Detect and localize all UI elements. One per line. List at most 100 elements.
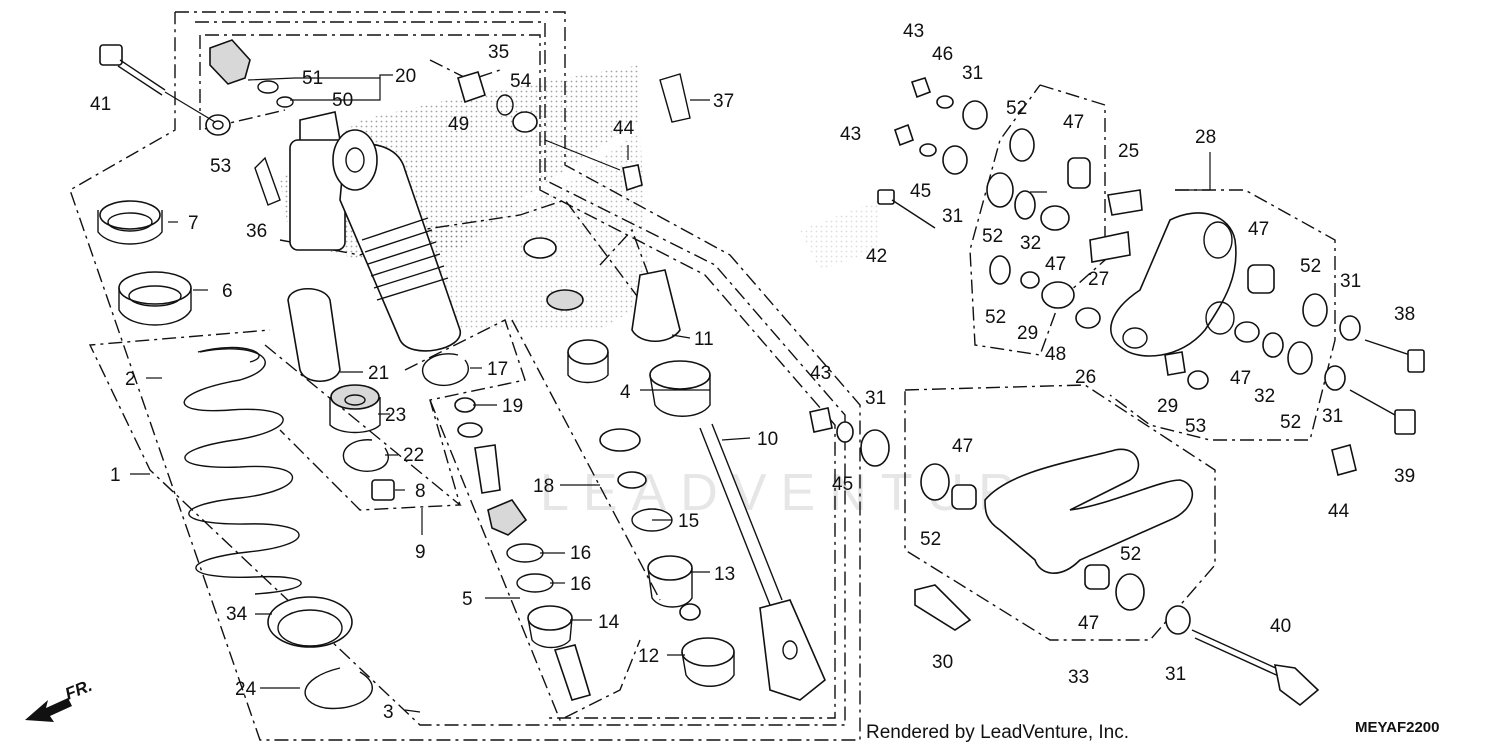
callout-44a: 44: [613, 118, 635, 139]
callout-52b: 52: [982, 226, 1003, 247]
callout-38: 38: [1394, 304, 1415, 325]
callout-5: 5: [462, 589, 473, 610]
callout-22: 22: [403, 445, 424, 466]
assembly-boundaries: [69, 11, 1336, 741]
callout-16b: 16: [570, 574, 591, 595]
callout-3: 3: [383, 702, 394, 723]
callout-27: 27: [1088, 269, 1109, 290]
callout-numbers: 1 2 3 4 5 6 7 8 9 10 11 12 13 14 15 16 1…: [90, 21, 1415, 723]
callout-6: 6: [222, 281, 233, 302]
bump-rubber-21: [287, 288, 341, 383]
stopper-ring-34: [267, 596, 353, 648]
callout-29b: 29: [1157, 396, 1178, 417]
callout-31a: 31: [962, 63, 983, 84]
callout-20: 20: [395, 66, 416, 87]
callout-36: 36: [246, 221, 267, 242]
valve-8: [371, 479, 395, 501]
callout-29a: 29: [1017, 323, 1038, 344]
callout-7: 7: [188, 213, 199, 234]
callout-17: 17: [487, 359, 508, 380]
callout-52a: 52: [1006, 98, 1027, 119]
callout-54: 53: [210, 156, 231, 177]
callout-31d: 31: [1340, 271, 1361, 292]
linkage-parts: [809, 77, 1425, 707]
callout-52e: 52: [920, 529, 941, 550]
callout-19: 19: [502, 396, 523, 417]
render-credit: Rendered by LeadVenture, Inc.: [866, 722, 1129, 743]
callout-23: 23: [385, 405, 406, 426]
callout-51: 51: [302, 68, 323, 89]
callout-10: 10: [757, 429, 778, 450]
callout-50: 50: [332, 90, 353, 111]
callout-33: 33: [1068, 667, 1089, 688]
callout-47f: 47: [1078, 613, 1099, 634]
bushing-23: [329, 384, 381, 434]
circlip-17: [422, 353, 469, 387]
callout-47a: 47: [1063, 112, 1084, 133]
callout-18: 18: [533, 476, 554, 497]
callout-47c: 47: [1248, 219, 1269, 240]
callout-35: 35: [488, 42, 509, 63]
callout-12: 12: [638, 646, 659, 667]
callout-39: 39: [1394, 466, 1415, 487]
spring-seat-7: [97, 200, 163, 245]
callout-15: 15: [678, 511, 699, 532]
callout-55: 54: [510, 71, 532, 92]
callout-13: 13: [714, 564, 735, 585]
callout-9: 9: [415, 542, 426, 563]
callout-14: 14: [598, 612, 620, 633]
callout-34: 34: [226, 604, 248, 625]
callout-24: 24: [235, 679, 257, 700]
leader-lines: [130, 74, 1211, 713]
callout-4: 4: [620, 382, 631, 403]
callout-45b: 45: [832, 474, 853, 495]
callout-47b: 47: [1045, 254, 1066, 275]
callout-32b: 32: [1254, 386, 1275, 407]
top-parts: [99, 39, 691, 259]
callout-53b: 53: [1185, 416, 1206, 437]
callout-25: 25: [1118, 141, 1139, 162]
callout-53a: 52: [985, 307, 1006, 328]
circlip-22: [342, 439, 389, 472]
callout-47e: 47: [952, 436, 973, 457]
shock-body: [289, 111, 461, 352]
damper-internals: [454, 269, 735, 701]
callout-44b: 44: [1328, 501, 1350, 522]
callout-28: 28: [1195, 127, 1216, 148]
callout-41: 41: [90, 94, 111, 115]
callout-48: 48: [1045, 344, 1066, 365]
callout-32a: 32: [1020, 233, 1041, 254]
callout-8: 8: [415, 481, 426, 502]
callout-52d: 52: [1280, 412, 1301, 433]
front-direction-marker: FR.: [25, 676, 95, 722]
callout-37: 37: [713, 91, 734, 112]
callout-31c: 31: [865, 388, 886, 409]
callout-16a: 16: [570, 543, 591, 564]
callout-52c: 52: [1300, 256, 1321, 277]
callout-40: 40: [1270, 616, 1291, 637]
callout-1: 1: [110, 465, 121, 486]
callout-2: 2: [125, 369, 136, 390]
circlip-24: [304, 667, 373, 710]
callout-31b: 31: [942, 206, 963, 227]
callout-43a: 43: [903, 21, 924, 42]
callout-21: 21: [368, 363, 389, 384]
callout-42: 42: [866, 246, 887, 267]
callout-43b: 43: [840, 124, 861, 145]
callout-31f: 31: [1165, 664, 1186, 685]
piston-rod-10: [699, 423, 826, 701]
callout-45a: 45: [910, 181, 931, 202]
callout-30: 30: [932, 652, 953, 673]
lock-nut-6: [118, 271, 192, 326]
front-label: FR.: [62, 676, 95, 704]
callout-31e: 31: [1322, 406, 1343, 427]
callout-46: 46: [932, 44, 953, 65]
callout-47d: 47: [1230, 368, 1251, 389]
callout-26: 26: [1075, 367, 1096, 388]
shock-spring: [183, 346, 302, 595]
callout-43c: 43: [810, 363, 831, 384]
callout-49: 49: [448, 114, 469, 135]
diagram-code: MEYAF2200: [1355, 719, 1440, 736]
